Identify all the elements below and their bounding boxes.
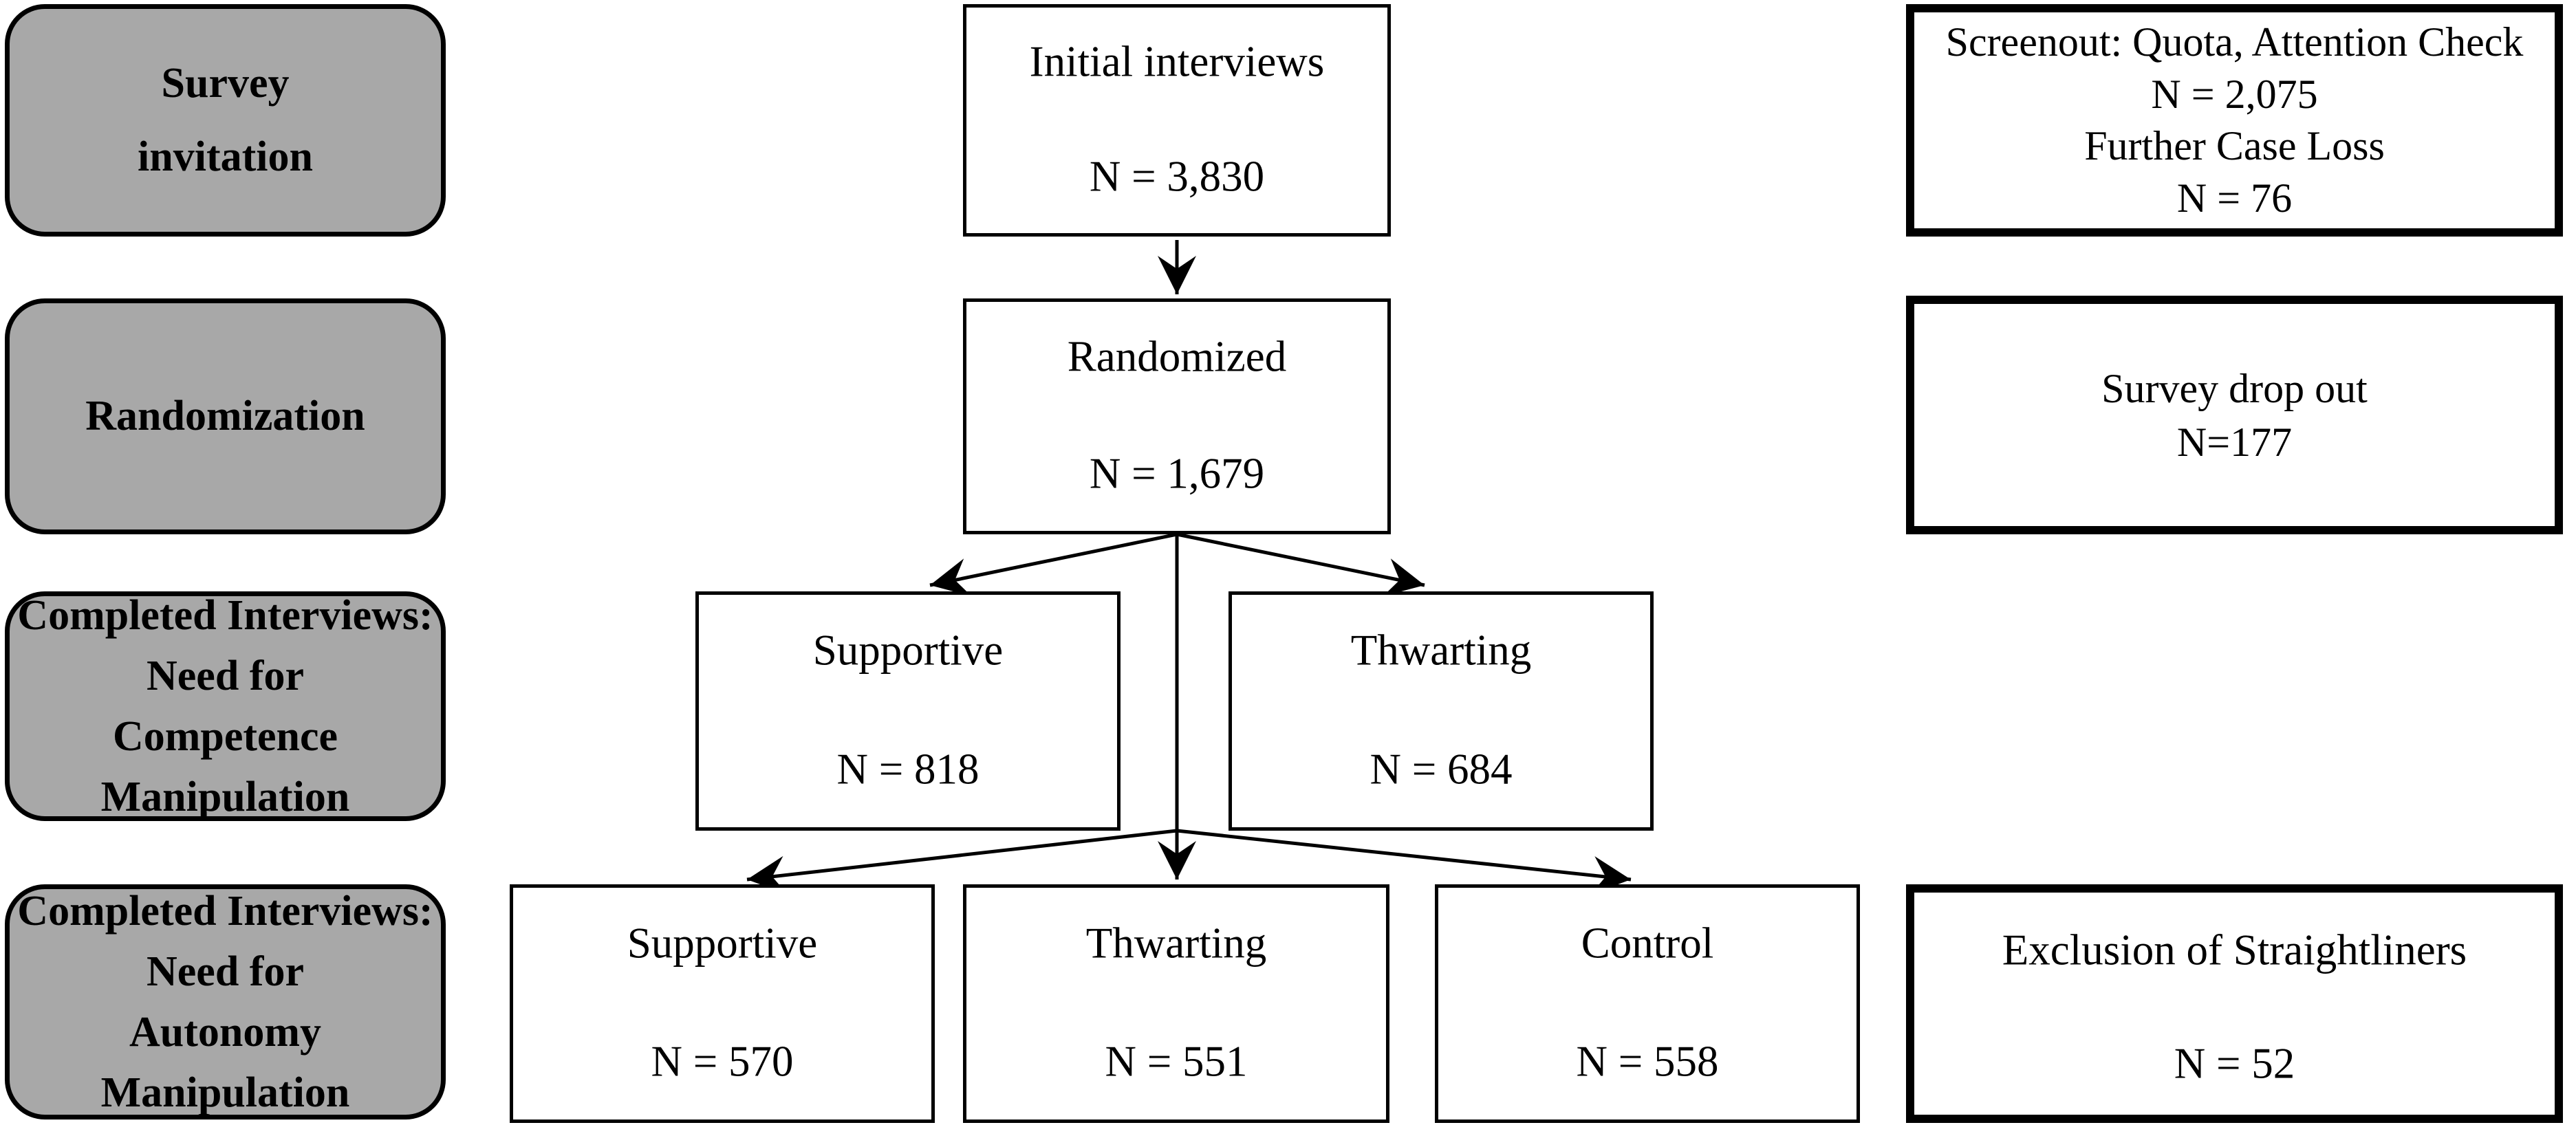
box-n-value: N = 1,679 [1089, 449, 1265, 498]
stage-label-line: Autonomy [129, 1009, 322, 1056]
arrow-to-autonomy-supportive [746, 829, 1178, 895]
box-title: Supportive [627, 919, 818, 968]
exclusion-line: N=177 [2176, 419, 2293, 465]
box-title: Thwarting [1085, 919, 1267, 968]
stage-label-line: Need for [147, 948, 304, 995]
flow-box-randomized: Randomized N = 1,679 [963, 298, 1391, 534]
box-title: Initial interviews [1029, 37, 1325, 86]
flow-box-competence-supportive: Supportive N = 818 [695, 591, 1121, 831]
stage-label-line: Manipulation [100, 1069, 350, 1117]
box-n-value: N = 3,830 [1089, 152, 1265, 201]
flow-box-autonomy-supportive: Supportive N = 570 [510, 884, 935, 1123]
stage-label-line: Need for [147, 652, 304, 699]
box-n-value: N = 551 [1105, 1037, 1248, 1086]
stage-label-line: Manipulation [100, 774, 350, 821]
stage-box-survey-invitation: Survey invitation [5, 4, 446, 237]
stage-label-line: invitation [138, 133, 313, 180]
stage-label-line: Survey [161, 60, 290, 107]
arrow-randomized-to-supportive [929, 532, 1178, 597]
box-title: Thwarting [1350, 626, 1532, 675]
box-n-value: N = 52 [2174, 1039, 2295, 1088]
box-title: Exclusion of Straightliners [2002, 926, 2467, 974]
stage-label-line: Competence [112, 713, 338, 760]
box-n-value: N = 558 [1576, 1037, 1719, 1086]
stage-label-line: Completed Interviews: [17, 887, 433, 935]
exclusion-line: Screenout: Quota, Attention Check [1945, 19, 2524, 65]
stage-label-line: Completed Interviews: [17, 591, 433, 639]
flow-box-competence-thwarting: Thwarting N = 684 [1229, 591, 1654, 831]
exclusion-line: N = 76 [2176, 175, 2293, 221]
exclusion-box-dropout: Survey drop out N=177 [1906, 296, 2563, 534]
box-n-value: N = 818 [836, 745, 979, 793]
stage-box-autonomy-manipulation: Completed Interviews: Need for Autonomy … [5, 884, 446, 1119]
stage-label-line: Randomization [85, 393, 365, 440]
stage-box-competence-manipulation: Completed Interviews: Need for Competenc… [5, 591, 446, 821]
box-n-value: N = 570 [651, 1037, 794, 1086]
exclusion-box-screenout: Screenout: Quota, Attention Check N = 2,… [1906, 4, 2563, 237]
stage-box-randomization: Randomization [5, 298, 446, 534]
arrow-randomized-to-thwarting [1176, 532, 1425, 597]
exclusion-box-straightliners: Exclusion of Straightliners N = 52 [1906, 884, 2563, 1123]
exclusion-line: N = 2,075 [2151, 71, 2318, 117]
flow-box-initial-interviews: Initial interviews N = 3,830 [963, 4, 1391, 237]
box-title: Randomized [1067, 332, 1287, 381]
arrow-to-autonomy-control [1176, 829, 1632, 895]
flow-box-autonomy-thwarting: Thwarting N = 551 [963, 884, 1389, 1123]
exclusion-line: Survey drop out [2101, 365, 2368, 411]
box-n-value: N = 684 [1370, 745, 1513, 793]
box-title: Supportive [812, 626, 1004, 675]
flow-box-autonomy-control: Control N = 558 [1435, 884, 1860, 1123]
box-title: Control [1581, 919, 1714, 968]
exclusion-line: Further Case Loss [2084, 123, 2385, 169]
